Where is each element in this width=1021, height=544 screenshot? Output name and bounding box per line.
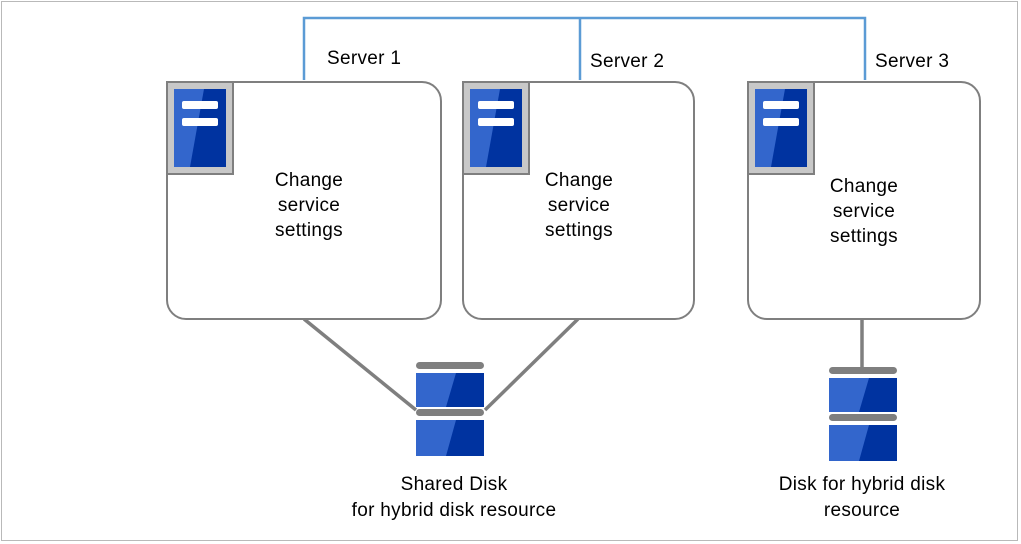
server-1-label: Server 1 [327, 48, 402, 69]
task-line-1: Change [274, 170, 344, 191]
server-3-label: Server 3 [875, 51, 950, 72]
server-2-task-text: Change service settings [504, 168, 654, 243]
task-line-3: settings [275, 220, 343, 241]
hybrid-disk-label: Disk for hybrid disk resource [752, 472, 972, 524]
task-line-2: service [547, 195, 611, 216]
server-icon [462, 81, 530, 175]
disk-label-line-1: Disk for hybrid disk [778, 474, 946, 495]
server-icon [747, 81, 815, 175]
server-2-disk-connector [483, 317, 580, 412]
disk-label-line-2: for hybrid disk resource [351, 500, 557, 521]
task-line-1: Change [544, 170, 614, 191]
task-line-3: settings [545, 220, 613, 241]
task-line-2: service [832, 201, 896, 222]
server-icon [166, 81, 234, 175]
hybrid-disk-icon [829, 367, 897, 461]
task-line-3: settings [830, 226, 898, 247]
task-line-2: service [277, 195, 341, 216]
disk-label-line-1: Shared Disk [400, 474, 508, 495]
shared-disk-icon [416, 362, 484, 456]
server-1-disk-connector [302, 317, 418, 412]
server-1-task-text: Change service settings [234, 168, 384, 243]
server-2-label: Server 2 [590, 51, 665, 72]
task-line-1: Change [829, 176, 899, 197]
server-3-task-text: Change service settings [789, 174, 939, 249]
shared-disk-label: Shared Disk for hybrid disk resource [304, 472, 604, 524]
network-line [302, 16, 867, 80]
disk-label-line-2: resource [823, 500, 901, 521]
